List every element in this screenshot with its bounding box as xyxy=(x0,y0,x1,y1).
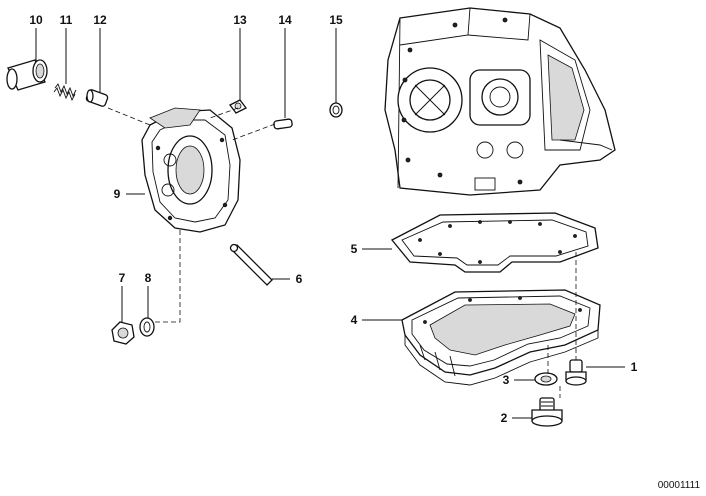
leader-lines xyxy=(35,28,625,419)
spring xyxy=(53,83,77,102)
callout-9: 9 xyxy=(114,187,121,201)
callout-3: 3 xyxy=(503,373,510,387)
drain-plug xyxy=(531,397,563,427)
hex-nut xyxy=(111,321,135,345)
plunger-housing xyxy=(6,59,48,91)
plunger xyxy=(85,89,109,107)
callout-5: 5 xyxy=(351,242,358,256)
transmission-case xyxy=(384,7,616,196)
dowel-pin xyxy=(229,243,273,286)
callout-labels: 10 11 12 13 14 15 9 5 6 7 8 4 1 3 2 xyxy=(29,13,637,425)
oil-pan-gasket xyxy=(390,212,599,273)
assembly-lines xyxy=(107,107,577,398)
side-cover xyxy=(141,107,241,233)
callout-13: 13 xyxy=(233,13,247,27)
drain-washer xyxy=(534,372,558,386)
callout-6: 6 xyxy=(296,272,303,286)
callout-2: 2 xyxy=(501,411,508,425)
washer xyxy=(139,317,155,337)
callout-10: 10 xyxy=(29,13,43,27)
bolt xyxy=(565,359,587,386)
callout-14: 14 xyxy=(278,13,292,27)
nut xyxy=(229,99,247,114)
callout-12: 12 xyxy=(93,13,107,27)
callout-11: 11 xyxy=(60,13,73,27)
callout-4: 4 xyxy=(351,313,358,327)
callout-15: 15 xyxy=(329,13,343,27)
stud-pin xyxy=(273,118,293,130)
sealing-ring xyxy=(329,102,343,118)
callout-7: 7 xyxy=(119,271,126,285)
callout-8: 8 xyxy=(145,271,152,285)
callout-1: 1 xyxy=(631,360,638,374)
diagram-reference-number: 00001111 xyxy=(658,480,701,491)
oil-pan xyxy=(401,289,601,386)
